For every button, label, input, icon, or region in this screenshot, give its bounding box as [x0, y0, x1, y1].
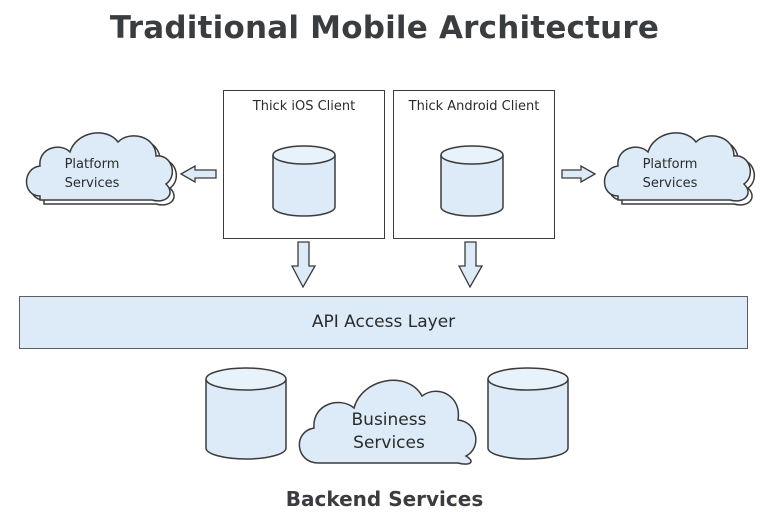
left-cloud-line2: Services: [65, 176, 120, 191]
android-database-icon: [440, 145, 504, 217]
ios-database-icon: [272, 145, 336, 217]
business-services-cloud: Business Services: [298, 379, 477, 465]
right-cloud-line2: Services: [643, 176, 698, 191]
backend-left-database-icon: [205, 367, 287, 460]
business-services-line2: Services: [353, 433, 425, 453]
api-access-layer-label: API Access Layer: [311, 312, 456, 332]
android-client-label: Thick Android Client: [408, 99, 540, 114]
backend-services-label: Backend Services: [285, 487, 484, 511]
left-arrow-icon: [179, 164, 217, 184]
left-cloud-line1: Platform: [65, 157, 120, 172]
ios-down-arrow-icon: [290, 241, 317, 289]
business-services-line1: Business: [352, 410, 427, 430]
right-platform-services-cloud: Platform Services: [603, 132, 756, 206]
ios-client-label: Thick iOS Client: [252, 99, 356, 114]
android-down-arrow-icon: [457, 241, 484, 289]
backend-right-database-icon: [487, 367, 569, 460]
android-client-box: Thick Android Client: [393, 90, 555, 239]
left-platform-services-cloud: Platform Services: [25, 132, 178, 206]
diagram-title: Traditional Mobile Architecture: [109, 10, 660, 46]
right-arrow-icon: [561, 164, 597, 184]
api-access-layer: API Access Layer: [19, 296, 748, 349]
right-cloud-line1: Platform: [643, 157, 698, 172]
